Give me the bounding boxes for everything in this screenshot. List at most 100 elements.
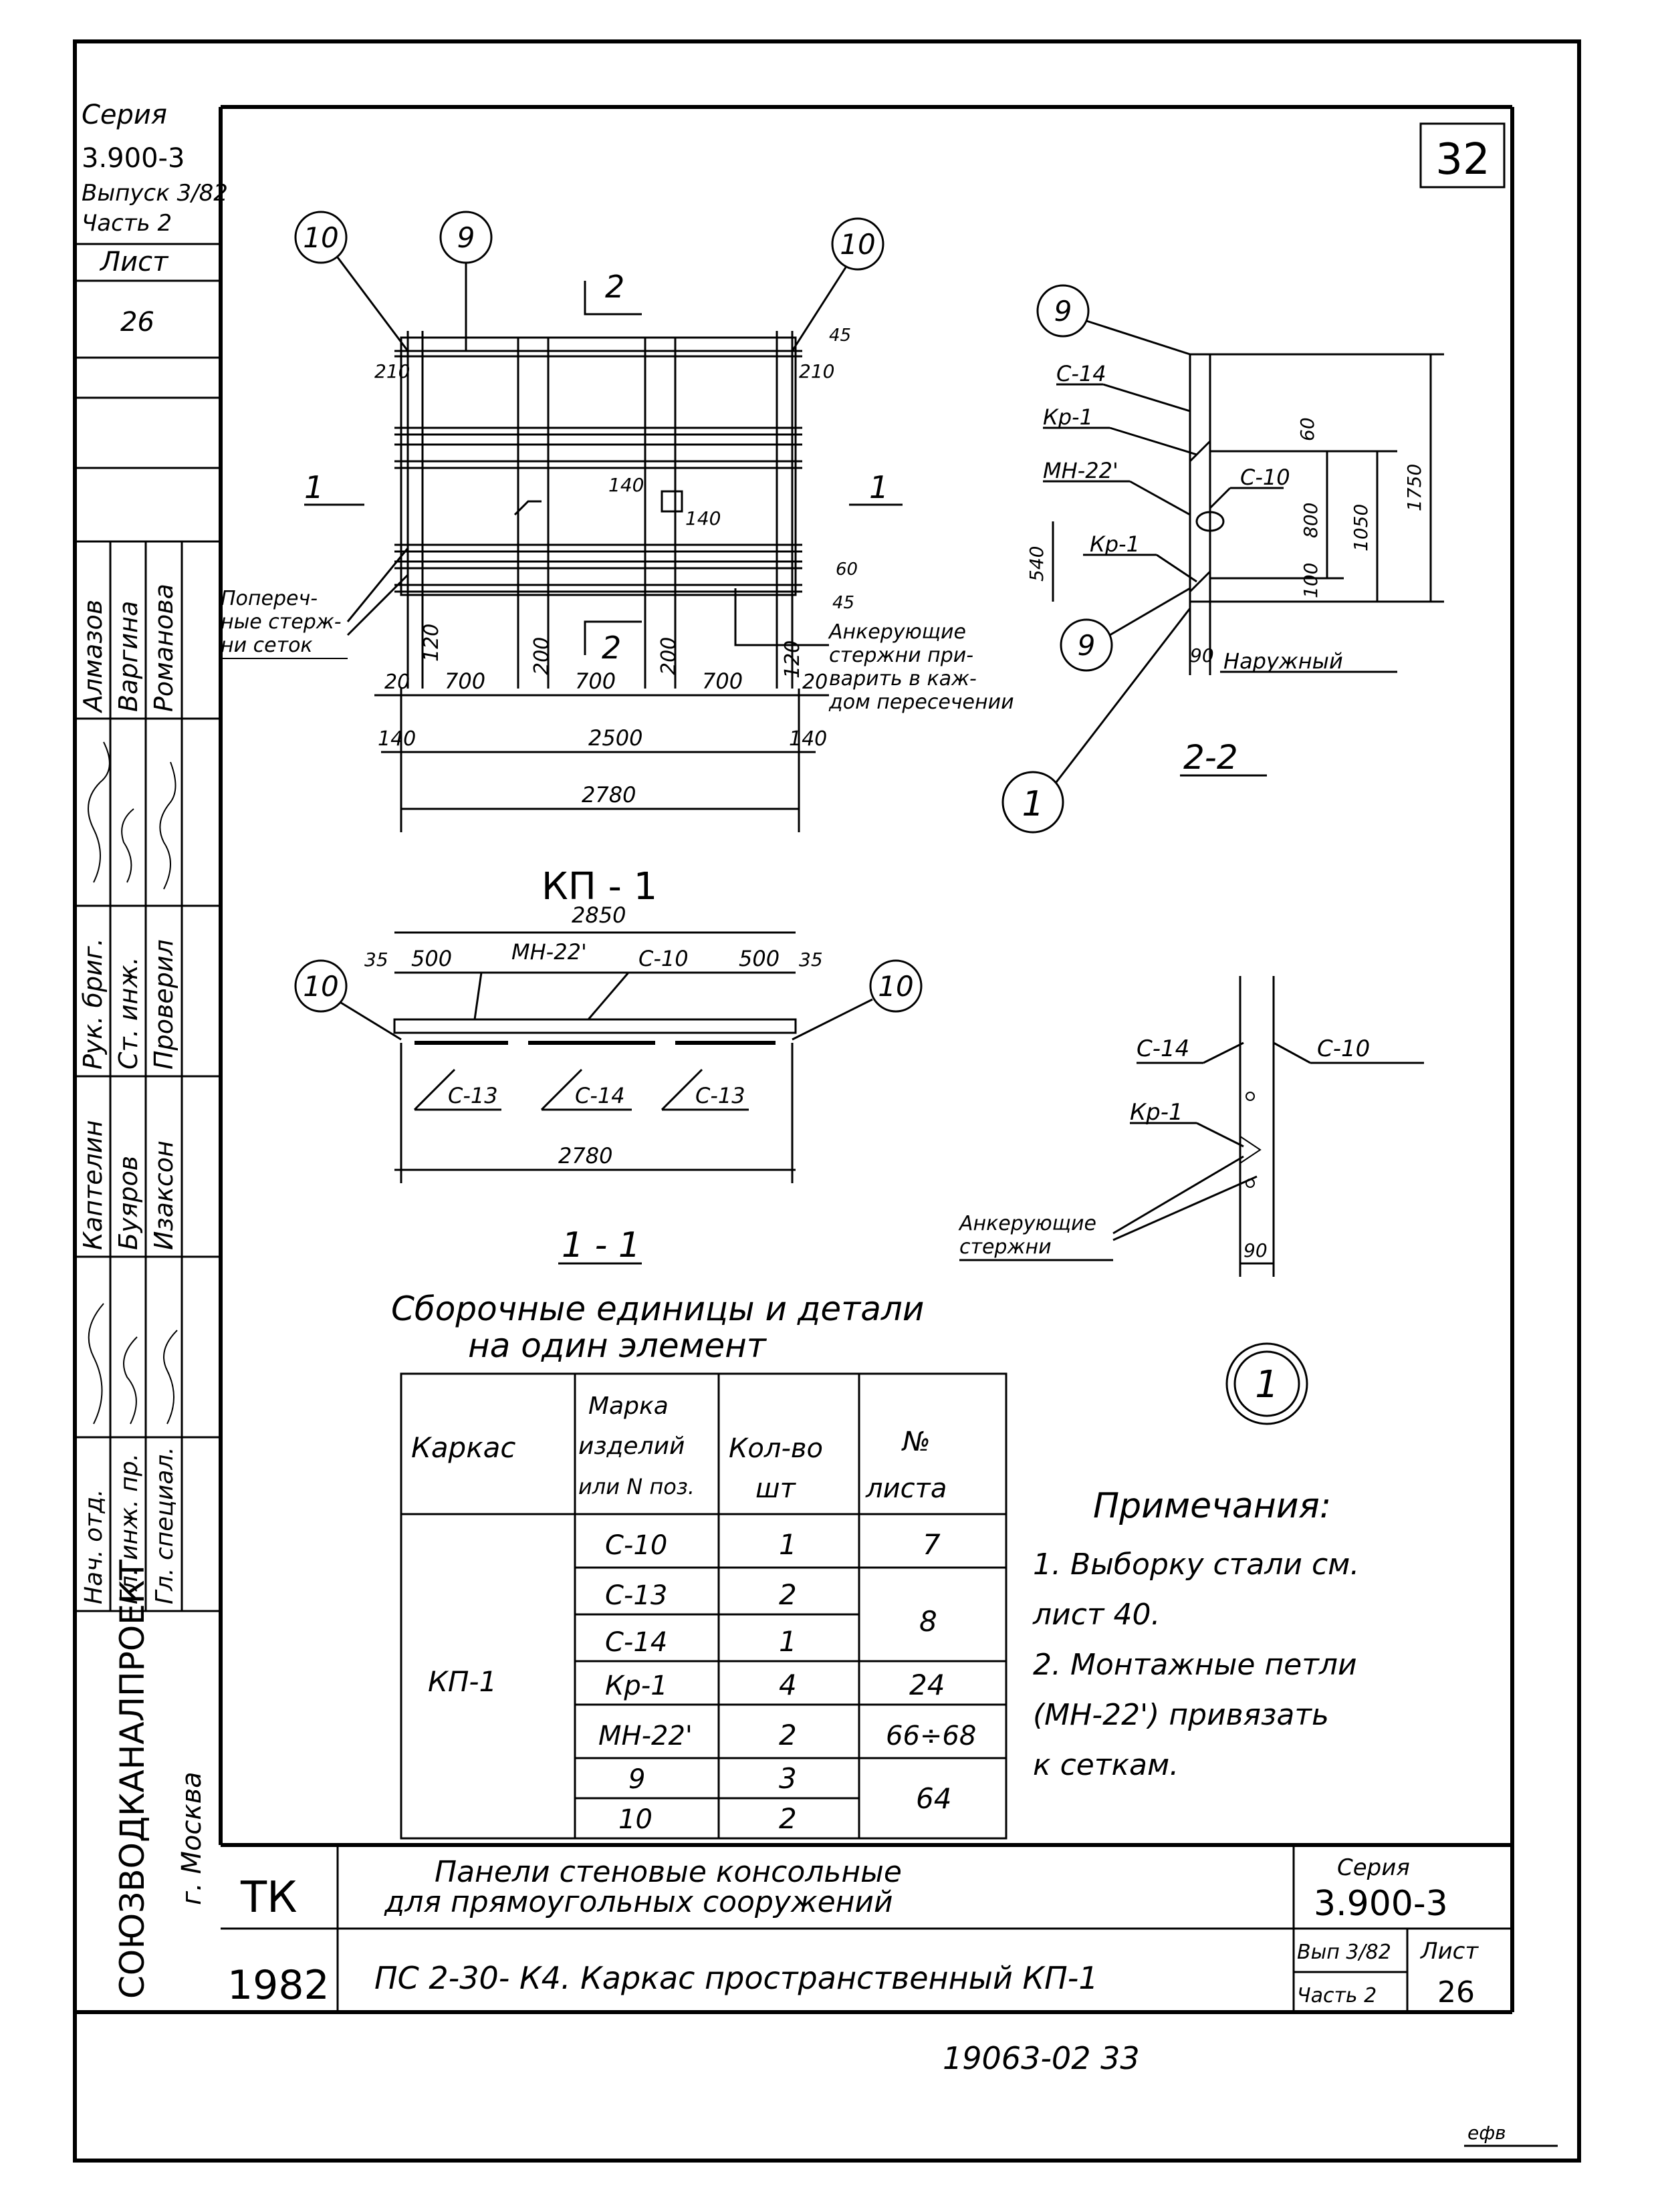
sect-callout-9-top: 9 — [1054, 295, 1072, 328]
signature-5 — [123, 1336, 138, 1425]
side-name-4: Каптелин — [78, 1120, 108, 1250]
side-name-5: Буяров — [114, 1156, 143, 1250]
sheet-number-box — [1419, 122, 1506, 189]
td-mark-6: 9 — [628, 1764, 645, 1795]
label-anchor-4: дом пересечении — [828, 691, 1014, 714]
plan-label-c13-left: С-13 — [448, 1083, 498, 1108]
doc-number: 19063-02 33 — [943, 2040, 1140, 2076]
side-series-value: 3.900-3 — [82, 143, 185, 174]
section-mark-2-bottom: 2 — [602, 630, 621, 666]
side-role-6: Проверил — [149, 939, 179, 1070]
dim-row-120-right: 120 — [781, 640, 804, 679]
td-mark-2: С-13 — [605, 1580, 667, 1611]
section-mark-2-top: 2 — [605, 269, 624, 305]
td-sheet-1: 7 — [923, 1528, 941, 1561]
th-mark-1: Марка — [588, 1392, 669, 1420]
td-qty-4: 4 — [779, 1669, 797, 1701]
notes-block: Примечания: 1. Выборку стали см. лист 40… — [1032, 1486, 1359, 1782]
td-mark-5: МН-22' — [598, 1721, 693, 1751]
dim-45-top: 45 — [829, 326, 851, 346]
label-cross-bars-3: ни сеток — [221, 634, 313, 657]
side-name-1: Алмазов — [78, 600, 108, 714]
tb-series-label: Серия — [1337, 1854, 1410, 1881]
side-name-2: Варгина — [114, 601, 143, 712]
tb-series-value: 3.900-3 — [1314, 1884, 1448, 1924]
side-city: г. Москва — [176, 1771, 207, 1905]
sect-dim-800: 800 — [1300, 503, 1322, 538]
plan-1-1: 2850 35 500 500 35 МН-22' С-10 10 10 С-1… — [294, 902, 923, 1265]
sect-callout-1: 1 — [1022, 784, 1044, 824]
elevation-kp1: 10 9 10 2 2 1 1 Попереч- ные стерж- ни с… — [221, 211, 1014, 908]
side-stamp: Серия 3.900-3 Выпуск 3/82 Часть 2 Лист 2… — [75, 100, 228, 1999]
sect-dim-100: 100 — [1300, 563, 1322, 598]
td-mark-4: Кр-1 — [605, 1671, 668, 1701]
signature-3 — [159, 761, 176, 890]
tb-issue: Вып 3/82 — [1297, 1941, 1391, 1964]
side-sheet-value: 26 — [120, 307, 154, 338]
td-qty-7: 2 — [779, 1802, 797, 1835]
plan-dim-2850: 2850 — [572, 902, 626, 928]
plan-callout-10-right: 10 — [878, 970, 913, 1003]
elev-callout-9: 9 — [457, 221, 475, 254]
sect-label-kr1-bottom: Кр-1 — [1090, 531, 1140, 557]
plan-callout-10-left: 10 — [303, 970, 338, 1003]
dim-45-bottom: 45 — [832, 593, 854, 613]
dim-row-700-b: 700 — [575, 668, 616, 694]
dim-row-20-right: 20 — [802, 670, 828, 694]
detail-anchor-1: Анкерующие — [958, 1212, 1096, 1235]
label-cross-bars-2: ные стерж- — [221, 610, 342, 634]
td-frame: КП-1 — [428, 1665, 497, 1698]
plan-label-c13-right: С-13 — [695, 1083, 745, 1108]
plan-dim-35-right: 35 — [799, 949, 823, 971]
side-sheet-label: Лист — [99, 247, 169, 277]
dim-row-200-b: 200 — [657, 637, 681, 675]
tb-name-1: Панели стеновые консольные — [435, 1855, 902, 1889]
td-qty-5: 2 — [779, 1719, 797, 1751]
signature-2 — [121, 808, 134, 883]
label-anchor-3: варить в каж- — [829, 667, 977, 691]
side-series-label: Серия — [82, 100, 167, 130]
sect-title: 2-2 — [1183, 738, 1238, 777]
td-sheet-6: 64 — [916, 1782, 951, 1815]
td-sheet-2: 8 — [919, 1605, 937, 1638]
plan-dim-500-left: 500 — [411, 946, 452, 971]
dim-row-20-left: 20 — [384, 670, 410, 694]
side-role-4: Рук. бриг. — [78, 938, 108, 1070]
section-2-2: 9 9 1 С-14 Кр-1 МН-22' Кр-1 С-10 60 800 … — [1001, 284, 1444, 834]
detail-node: С-14 С-10 Кр-1 Анкерующие стержни 90 1 — [958, 976, 1424, 1425]
plan-title: 1 - 1 — [562, 1225, 640, 1265]
note-line-4: (МН-22') привязать — [1033, 1698, 1329, 1732]
td-mark-1: С-10 — [605, 1530, 667, 1561]
detail-label-kr1: Кр-1 — [1130, 1099, 1183, 1126]
note-line-3: 2. Монтажные петли — [1033, 1648, 1357, 1682]
detail-dim-90: 90 — [1243, 1239, 1268, 1261]
plan-label-c14: С-14 — [575, 1083, 625, 1108]
side-part: Часть 2 — [82, 210, 172, 237]
td-sheet-5: 66÷68 — [886, 1721, 976, 1751]
sect-label-kr1-top: Кр-1 — [1043, 404, 1093, 430]
table-title-2: на один элемент — [468, 1326, 767, 1365]
elev-callout-10-right: 10 — [840, 228, 875, 261]
th-sheet-2: листа — [865, 1473, 947, 1504]
tb-year: 1982 — [227, 1962, 330, 2009]
sect-label-c14: С-14 — [1056, 361, 1106, 386]
dim-2500: 2500 — [588, 725, 642, 751]
side-issue: Выпуск 3/82 — [82, 180, 228, 207]
side-role-3: Гл. специал. — [151, 1447, 179, 1604]
signature-4 — [88, 1303, 104, 1425]
td-mark-3: С-14 — [605, 1627, 667, 1658]
note-line-1: 1. Выборку стали см. — [1033, 1548, 1359, 1582]
detail-node-number: 1 — [1255, 1363, 1279, 1406]
detail-anchor-2: стержни — [959, 1235, 1052, 1259]
detail-label-c14: С-14 — [1137, 1035, 1189, 1062]
sect-label-c10: С-10 — [1240, 465, 1290, 490]
side-role-5: Ст. инж. — [114, 957, 143, 1070]
dim-140-loop-b: 140 — [685, 507, 721, 529]
side-name-3: Романова — [149, 584, 179, 712]
th-qty-1: Кол-во — [729, 1433, 823, 1464]
tb-part: Часть 2 — [1297, 1984, 1377, 2007]
detail-label-c10: С-10 — [1317, 1035, 1370, 1062]
td-qty-3: 1 — [779, 1625, 797, 1658]
plan-dim-2780: 2780 — [558, 1143, 612, 1169]
